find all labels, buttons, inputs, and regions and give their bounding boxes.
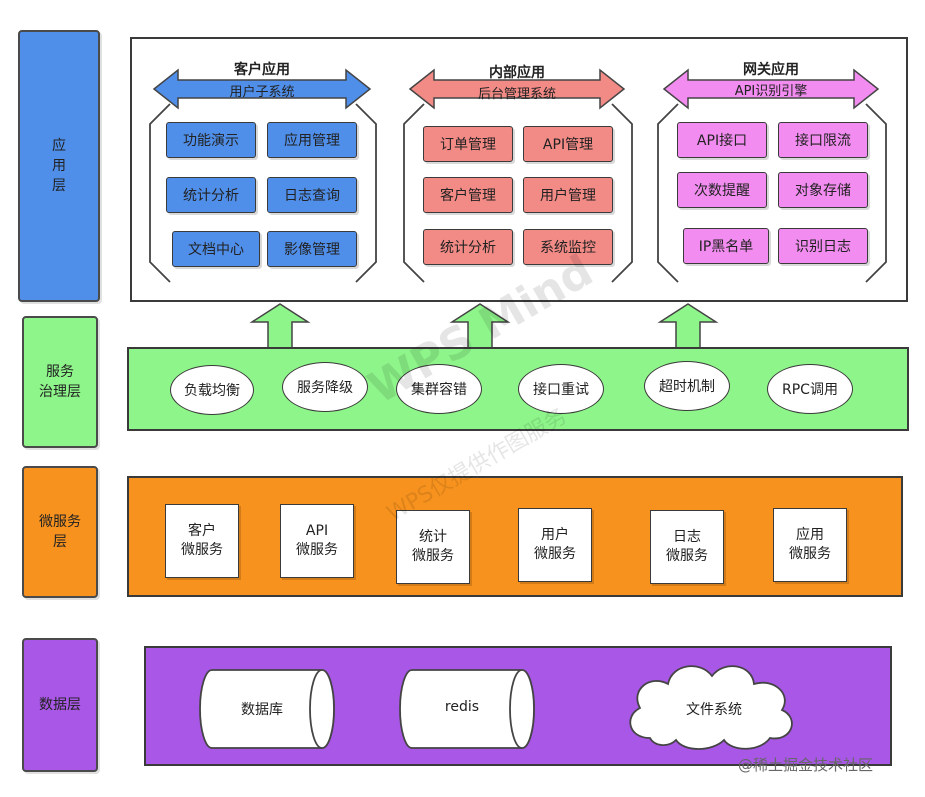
- microservice-user-name: 用户: [541, 527, 569, 543]
- internal-app-bracket-right: [611, 103, 633, 283]
- governance-item-cluster-fault-tolerance[interactable]: 集群容错: [396, 364, 482, 414]
- internal-app-double-arrow: [408, 68, 626, 110]
- layer-label-governance-line-1: 服务: [46, 364, 74, 380]
- layer-label-application-char-2: 用: [52, 158, 66, 174]
- up-arrow-1: [249, 303, 311, 349]
- client-app-item-doc-center[interactable]: 文档中心: [172, 231, 260, 267]
- internal-app-item-system-monitor[interactable]: 系统监控: [523, 229, 613, 265]
- redis-cylinder-icon: [399, 669, 535, 749]
- gateway-app-item-object-storage[interactable]: 对象存储: [778, 172, 868, 208]
- internal-app-item-statistics[interactable]: 统计分析: [423, 229, 513, 265]
- layer-label-governance-line-2: 治理层: [39, 384, 81, 400]
- gateway-app-item-rate-limit[interactable]: 接口限流: [778, 122, 868, 158]
- gateway-app-item-recognition-log[interactable]: 识别日志: [778, 228, 868, 264]
- gateway-app-title: 网关应用: [743, 62, 799, 78]
- governance-item-service-degradation[interactable]: 服务降级: [282, 362, 368, 412]
- client-app-item-demo[interactable]: 功能演示: [166, 122, 256, 158]
- microservice-customer-suffix: 微服务: [181, 542, 223, 558]
- layer-label-application: 应 用 层: [18, 30, 100, 302]
- database-cylinder-icon: [199, 669, 335, 749]
- microservice-api-suffix: 微服务: [296, 542, 338, 558]
- layer-label-application-char-3: 层: [52, 178, 66, 194]
- internal-app-bracket-left: [403, 103, 425, 283]
- microservice-application[interactable]: 应用 微服务: [773, 508, 847, 582]
- client-app-item-statistics[interactable]: 统计分析: [166, 177, 256, 213]
- microservice-application-name: 应用: [796, 527, 824, 543]
- microservice-api-name: API: [305, 523, 329, 539]
- internal-app-item-user-management[interactable]: 用户管理: [523, 177, 613, 213]
- microservice-user[interactable]: 用户 微服务: [518, 508, 592, 582]
- microservice-user-suffix: 微服务: [534, 546, 576, 562]
- microservice-log-name: 日志: [673, 529, 701, 545]
- internal-app-arrow-label: 后台管理系统: [477, 87, 556, 102]
- layer-label-data-line-1: 数据层: [39, 697, 81, 713]
- client-app-double-arrow: [152, 68, 372, 110]
- internal-app-item-customer-management[interactable]: 客户管理: [423, 177, 513, 213]
- up-arrow-3: [657, 303, 719, 349]
- gateway-app-item-api-interface[interactable]: API接口: [677, 122, 767, 158]
- credit-text: @稀土掘金技术社区: [738, 756, 874, 774]
- microservice-customer[interactable]: 客户 微服务: [165, 504, 239, 578]
- gateway-app-double-arrow: [662, 68, 880, 110]
- layer-label-governance: 服务 治理层: [22, 316, 98, 448]
- filesystem-cloud-icon: [629, 665, 793, 750]
- gateway-app-arrow-label: API识别引擎: [734, 84, 808, 99]
- gateway-app-bracket-left: [657, 103, 679, 283]
- gateway-app-item-count-reminder[interactable]: 次数提醒: [677, 172, 767, 208]
- layer-label-microservice: 微服务 层: [22, 466, 98, 598]
- microservice-log-suffix: 微服务: [666, 548, 708, 564]
- internal-app-item-order-management[interactable]: 订单管理: [423, 126, 513, 162]
- data-item-filesystem[interactable]: 文件系统: [686, 702, 742, 718]
- governance-item-load-balancing[interactable]: 负载均衡: [170, 365, 254, 415]
- layer-label-microservice-line-2: 层: [53, 534, 67, 550]
- microservice-statistics[interactable]: 统计 微服务: [396, 510, 470, 584]
- layer-label-microservice-line-1: 微服务: [39, 514, 81, 530]
- internal-app-title: 内部应用: [489, 65, 545, 81]
- client-app-title: 客户应用: [234, 62, 290, 78]
- gateway-app-bracket-right: [865, 103, 887, 283]
- internal-app-item-api-management[interactable]: API管理: [523, 126, 613, 162]
- governance-item-timeout-mechanism[interactable]: 超时机制: [644, 361, 730, 411]
- layer-label-application-char-1: 应: [52, 138, 66, 154]
- client-app-item-app-management[interactable]: 应用管理: [267, 122, 357, 158]
- microservice-log[interactable]: 日志 微服务: [650, 510, 724, 584]
- governance-item-rpc-call[interactable]: RPC调用: [767, 364, 853, 414]
- client-app-bracket-left: [149, 103, 171, 283]
- client-app-item-log-query[interactable]: 日志查询: [267, 177, 357, 213]
- layer-label-data: 数据层: [22, 638, 98, 772]
- data-item-redis[interactable]: redis: [444, 699, 480, 715]
- microservice-customer-name: 客户: [188, 523, 216, 539]
- up-arrow-2: [449, 303, 511, 349]
- microservice-api[interactable]: API 微服务: [280, 504, 354, 578]
- data-item-database[interactable]: 数据库: [241, 702, 283, 718]
- gateway-app-item-ip-blacklist[interactable]: IP黑名单: [683, 228, 769, 264]
- microservice-statistics-name: 统计: [419, 529, 447, 545]
- client-app-arrow-label: 用户子系统: [229, 85, 295, 100]
- microservice-statistics-suffix: 微服务: [412, 548, 454, 564]
- governance-item-interface-retry[interactable]: 接口重试: [518, 364, 604, 414]
- microservice-application-suffix: 微服务: [789, 546, 831, 562]
- client-app-bracket-right: [355, 103, 377, 283]
- client-app-item-image-management[interactable]: 影像管理: [267, 231, 357, 267]
